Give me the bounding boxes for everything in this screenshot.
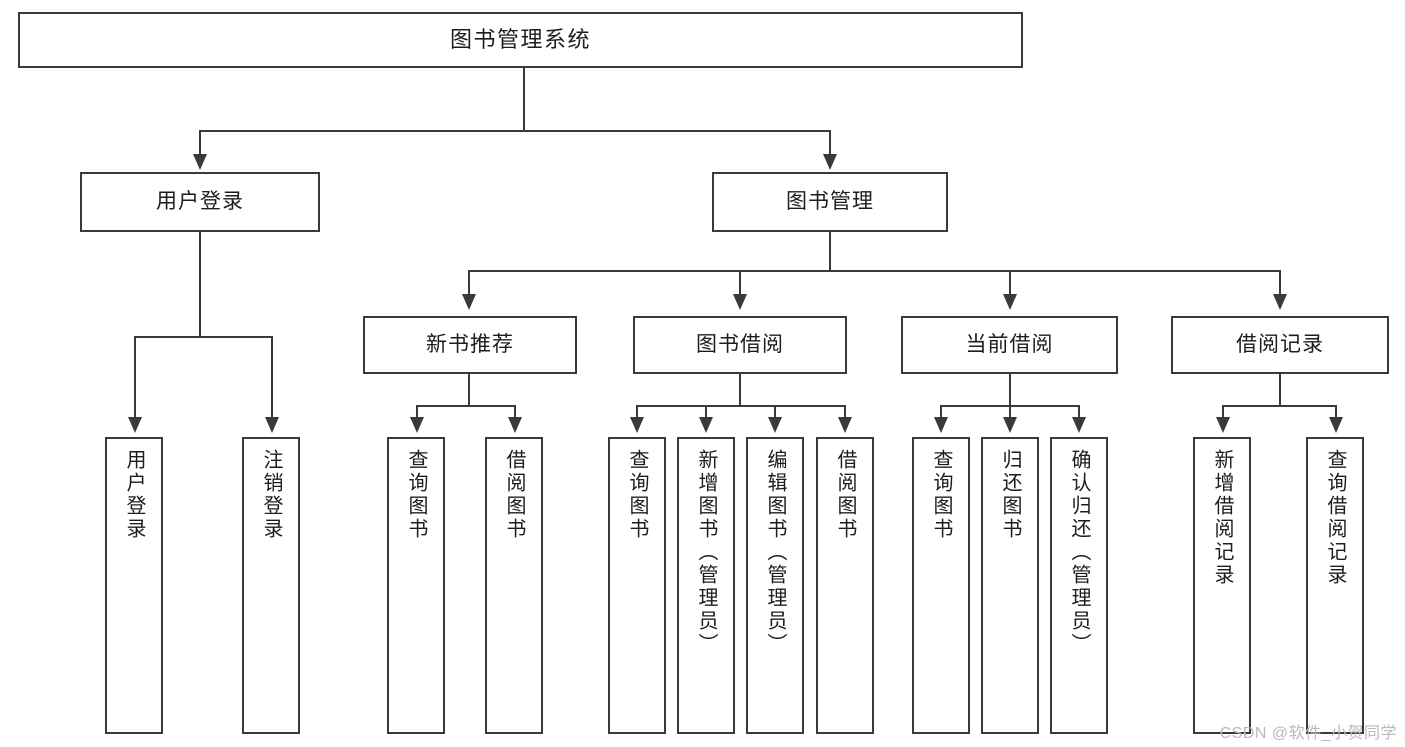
- connector-borrow-record-stem: [1279, 374, 1281, 405]
- node-label: 归还图书: [999, 449, 1021, 541]
- connector-current-borrow-drop-2: [1009, 405, 1011, 419]
- arrow-to-leaf-edit-book: [768, 417, 782, 433]
- arrow-to-leaf-query-book-a: [410, 417, 424, 433]
- node-user-login[interactable]: 用户登录: [80, 172, 320, 232]
- node-label: 查询借阅记录: [1324, 449, 1346, 587]
- connector-book-manage-stem: [829, 232, 831, 270]
- leaf-add-book-admin[interactable]: 新增图书（管理员）: [677, 437, 735, 734]
- node-label: 图书管理系统: [449, 27, 591, 53]
- connector-level3-drop-2: [739, 270, 741, 296]
- connector-book-borrow-drop-4: [844, 405, 846, 419]
- node-label: 图书管理: [786, 189, 874, 213]
- node-label: 借阅图书: [834, 449, 856, 541]
- leaf-add-borrow-record[interactable]: 新增借阅记录: [1193, 437, 1251, 734]
- node-label: 查询图书: [405, 449, 427, 541]
- connector-current-borrow-drop-3: [1078, 405, 1080, 419]
- connector-new-book-drop-1: [416, 405, 418, 419]
- arrow-to-user-login: [193, 154, 207, 170]
- connector-book-borrow-drop-1: [636, 405, 638, 419]
- arrow-to-book-manage: [823, 154, 837, 170]
- node-book-borrow[interactable]: 图书借阅: [633, 316, 847, 374]
- leaf-borrow-book[interactable]: 借阅图书: [816, 437, 874, 734]
- connector-new-book-drop-2: [514, 405, 516, 419]
- leaf-query-book-current[interactable]: 查询图书: [912, 437, 970, 734]
- connector-level2-drop-2: [829, 130, 831, 156]
- connector-user-login-drop-1: [134, 336, 136, 419]
- connector-book-borrow-drop-2: [705, 405, 707, 419]
- node-label: 确认归还（管理员）: [1068, 449, 1090, 656]
- node-label: 用户登录: [156, 189, 244, 213]
- arrow-to-leaf-borrow-book-a: [508, 417, 522, 433]
- connector-book-borrow-drop-3: [774, 405, 776, 419]
- arrow-to-leaf-add-record: [1216, 417, 1230, 433]
- connector-user-login-stem: [199, 232, 201, 336]
- arrow-to-leaf-query-record: [1329, 417, 1343, 433]
- node-label: 新增借阅记录: [1211, 449, 1233, 587]
- arrow-to-leaf-confirm-return: [1072, 417, 1086, 433]
- connector-user-login-drop-2: [271, 336, 273, 419]
- connector-level3-bus: [468, 270, 1280, 272]
- connector-new-book-stem: [468, 374, 470, 405]
- node-new-book-recommend[interactable]: 新书推荐: [363, 316, 577, 374]
- leaf-borrow-book-recommend[interactable]: 借阅图书: [485, 437, 543, 734]
- leaf-query-book-recommend[interactable]: 查询图书: [387, 437, 445, 734]
- arrow-to-leaf-add-book: [699, 417, 713, 433]
- connector-level3-drop-1: [468, 270, 470, 296]
- arrow-to-current-borrow: [1003, 294, 1017, 310]
- node-label: 图书借阅: [696, 332, 784, 356]
- arrow-to-leaf-query-book-b: [630, 417, 644, 433]
- connector-book-borrow-stem: [739, 374, 741, 405]
- node-label: 注销登录: [260, 449, 282, 541]
- connector-level2-drop-1: [199, 130, 201, 156]
- node-label: 用户登录: [123, 449, 145, 541]
- node-label: 查询图书: [930, 449, 952, 541]
- connector-borrow-record-bus: [1222, 405, 1337, 407]
- arrow-to-new-book: [462, 294, 476, 310]
- connector-level2-bus: [199, 130, 831, 132]
- node-label: 编辑图书（管理员）: [764, 449, 786, 656]
- arrow-to-leaf-logout: [265, 417, 279, 433]
- node-label: 借阅图书: [503, 449, 525, 541]
- node-current-borrow[interactable]: 当前借阅: [901, 316, 1118, 374]
- node-book-management[interactable]: 图书管理: [712, 172, 948, 232]
- node-root-system[interactable]: 图书管理系统: [18, 12, 1023, 68]
- connector-new-book-bus: [416, 405, 516, 407]
- node-label: 当前借阅: [965, 332, 1054, 356]
- leaf-logout[interactable]: 注销登录: [242, 437, 300, 734]
- leaf-return-book[interactable]: 归还图书: [981, 437, 1039, 734]
- arrow-to-leaf-user-login: [128, 417, 142, 433]
- connector-current-borrow-stem: [1009, 374, 1011, 405]
- leaf-user-login[interactable]: 用户登录: [105, 437, 163, 734]
- connector-book-borrow-bus: [636, 405, 846, 407]
- connector-borrow-record-drop-2: [1335, 405, 1337, 419]
- arrow-to-leaf-borrow-book-b: [838, 417, 852, 433]
- arrow-to-borrow-record: [1273, 294, 1287, 310]
- node-label: 借阅记录: [1236, 332, 1324, 356]
- leaf-edit-book-admin[interactable]: 编辑图书（管理员）: [746, 437, 804, 734]
- arrow-to-book-borrow: [733, 294, 747, 310]
- leaf-confirm-return-admin[interactable]: 确认归还（管理员）: [1050, 437, 1108, 734]
- leaf-query-borrow-record[interactable]: 查询借阅记录: [1306, 437, 1364, 734]
- node-label: 新增图书（管理员）: [695, 449, 717, 656]
- connector-level3-drop-4: [1279, 270, 1281, 296]
- node-label: 新书推荐: [426, 332, 514, 356]
- connector-borrow-record-drop-1: [1222, 405, 1224, 419]
- connector-root-stem: [523, 68, 525, 130]
- arrow-to-leaf-query-book-c: [934, 417, 948, 433]
- node-borrow-record[interactable]: 借阅记录: [1171, 316, 1389, 374]
- leaf-query-book-borrow[interactable]: 查询图书: [608, 437, 666, 734]
- connector-user-login-bus: [134, 336, 273, 338]
- connector-current-borrow-drop-1: [940, 405, 942, 419]
- connector-level3-drop-3: [1009, 270, 1011, 296]
- arrow-to-leaf-return-book: [1003, 417, 1017, 433]
- node-label: 查询图书: [626, 449, 648, 541]
